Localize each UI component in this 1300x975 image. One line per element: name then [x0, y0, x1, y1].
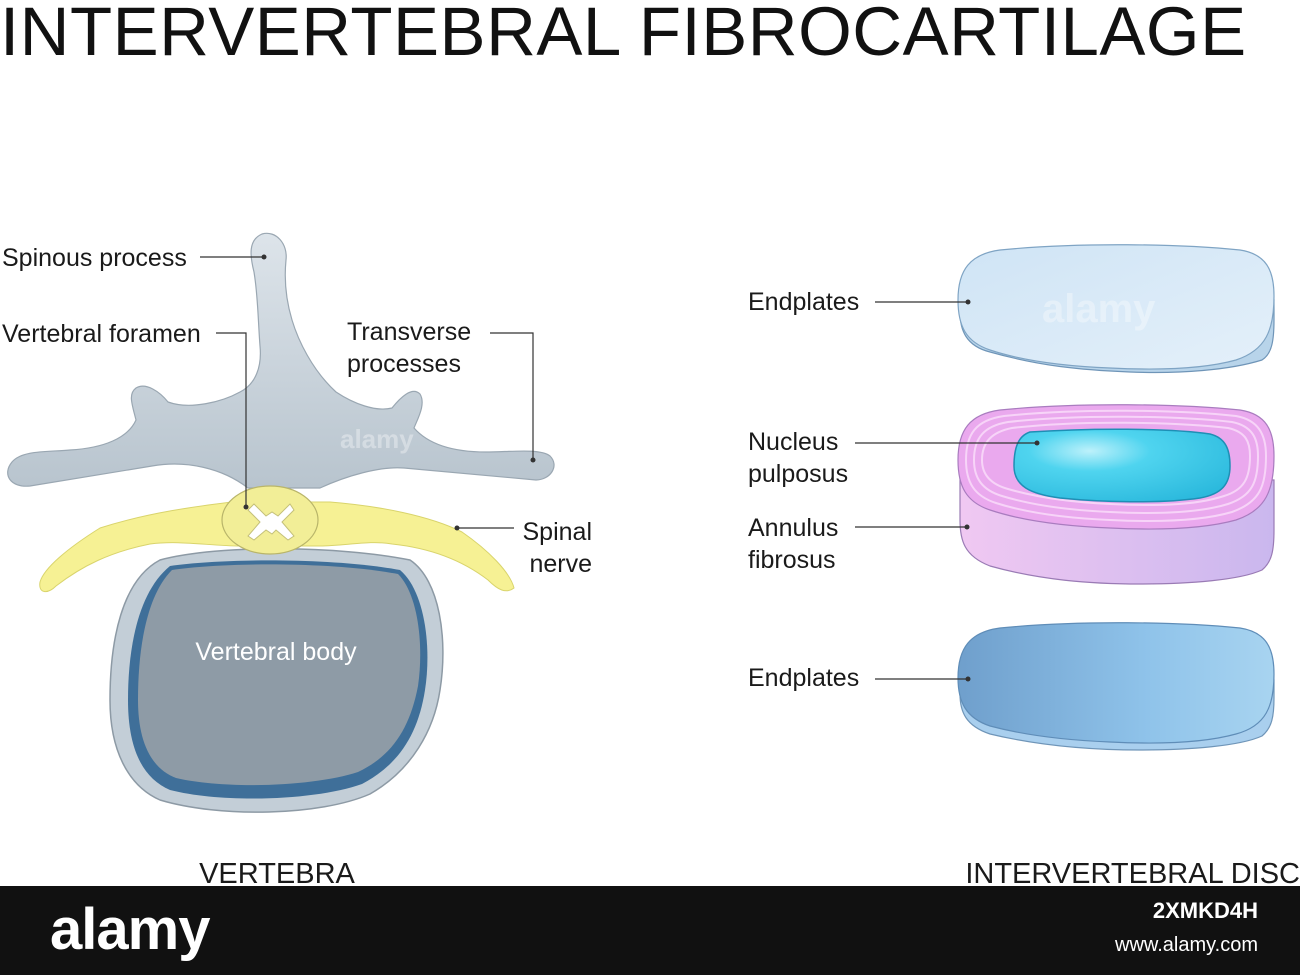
- label-annulus-fibrosus-line1: Annulus: [748, 514, 838, 542]
- annulus-ring: [980, 421, 1252, 507]
- watermark-mark: alamy: [340, 424, 414, 454]
- nucleus-pulposus-shape: [1013, 428, 1231, 503]
- label-spinous-process: Spinous process: [2, 244, 187, 272]
- footer-meta: 2XMKD4H www.alamy.com: [1115, 898, 1258, 957]
- vertebra-illustration: Spinous process Vertebral foramen Transv…: [2, 232, 593, 813]
- label-transverse-processes-line1: Transverse: [347, 318, 471, 346]
- watermark-text: alamy: [1042, 287, 1156, 331]
- label-nucleus-pulposus-line2: pulposus: [748, 460, 848, 488]
- footer-url: www.alamy.com: [1115, 934, 1258, 956]
- label-endplates-top: Endplates: [748, 288, 859, 316]
- vertebral-body-inner: [138, 564, 421, 786]
- label-vertebral-body: Vertebral body: [195, 638, 357, 666]
- endplate-top: [957, 244, 1275, 370]
- label-nucleus-pulposus-line1: Nucleus: [748, 428, 838, 456]
- grey-matter-shape: [247, 503, 295, 541]
- annulus-ring: [972, 415, 1260, 515]
- diagram-canvas: Spinous process Vertebral foramen Transv…: [2, 232, 1300, 886]
- label-transverse-processes-line2: processes: [347, 350, 461, 378]
- vertebral-arch-shape: [7, 232, 555, 489]
- page-title: INTERVERTEBRAL FIBROCARTILAGE: [0, 0, 1247, 70]
- label-spinal-nerve-line1: Spinal: [523, 518, 593, 546]
- footer-bar: alamy 2XMKD4H www.alamy.com: [0, 886, 1300, 975]
- endplate-bottom: [957, 622, 1275, 744]
- label-spinal-nerve-line2: nerve: [529, 550, 592, 578]
- label-vertebral-foramen: Vertebral foramen: [2, 320, 201, 348]
- annulus-ring: [964, 409, 1268, 523]
- image-id: 2XMKD4H: [1152, 898, 1258, 923]
- spinal-nerve-shape: [39, 501, 515, 592]
- label-endplates-bottom: Endplates: [748, 664, 859, 692]
- caption-intervertebral-disc: INTERVERTEBRAL DISC: [965, 858, 1300, 886]
- caption-vertebra: VERTEBRA: [199, 858, 355, 886]
- disc-illustration: Endplates Nucleus pulposus Annulus fibro…: [748, 244, 1275, 751]
- label-annulus-fibrosus-line2: fibrosus: [748, 546, 836, 574]
- footer-logo: alamy: [50, 897, 210, 962]
